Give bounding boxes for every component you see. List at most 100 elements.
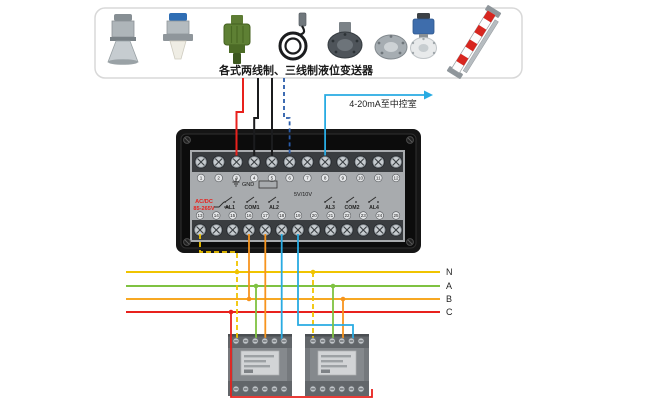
terminal-number-label: 2	[217, 176, 220, 181]
relay-contact-dot	[224, 201, 226, 203]
relay-contact-dot	[233, 201, 235, 203]
screw-slot	[196, 226, 204, 234]
power-line-label-N: N	[446, 267, 453, 277]
relay-contact-dot	[324, 201, 326, 203]
output-wire-cyan	[324, 94, 424, 163]
contactor-side-shade	[287, 348, 292, 381]
terminal-number	[214, 173, 223, 183]
magnetic-level-gauge-icon	[446, 5, 502, 79]
label-text-bar	[321, 360, 343, 363]
terminal-number	[391, 173, 401, 183]
screw-slot	[343, 226, 351, 234]
terminal-number-label: 24	[377, 213, 383, 218]
relay-contact-dot	[255, 201, 257, 203]
terminal-number-label: 3	[235, 176, 238, 181]
signal-label: 5V/10V	[294, 192, 312, 198]
screw-slot	[268, 158, 276, 166]
relay-contact-dot	[368, 201, 370, 203]
relay-contact-dot	[355, 201, 357, 203]
terminal-number-label: 1	[200, 176, 203, 181]
screw-slot	[392, 226, 400, 234]
terminal-number	[196, 173, 206, 183]
relay-contact-dot	[277, 201, 279, 203]
sensor-wires	[235, 78, 424, 163]
junction-dot	[340, 296, 346, 302]
terminal-number-label: 13	[197, 213, 203, 218]
screw-slot	[321, 158, 329, 166]
relay-contact-symbol	[346, 196, 355, 203]
terminal-number-label: 11	[376, 176, 381, 181]
screw-slot	[339, 158, 347, 166]
contactor-top-edge	[228, 334, 292, 337]
contactor-2	[305, 334, 369, 396]
contactor-screws	[232, 337, 365, 393]
label-text-bar	[321, 355, 351, 358]
terminal-number-label: 16	[246, 213, 252, 218]
screw-slot	[245, 226, 253, 234]
terminal-number-label: 23	[361, 213, 367, 218]
junction-dot	[246, 296, 252, 302]
radar-level-transmitter-icon	[107, 14, 139, 65]
terminal-number	[321, 173, 330, 183]
terminal-number	[267, 173, 277, 183]
relay-contact-symbol	[246, 196, 255, 203]
output-arrow: 4-20mA至中控室	[349, 90, 433, 109]
terminal-number-label: 25	[393, 213, 399, 218]
relay-contact-symbol	[368, 196, 377, 203]
terminal-number	[310, 211, 319, 220]
relay-contact-dot	[246, 201, 248, 203]
terminal-number	[250, 173, 259, 183]
terminal-number	[285, 173, 294, 183]
gallery-caption: 各式两线制、三线制液位变送器	[218, 63, 374, 77]
terminal-number-label: 6	[288, 176, 291, 181]
case-corner-screws	[183, 136, 414, 246]
screw-slot	[228, 226, 237, 234]
relay-label: AL4	[369, 205, 379, 211]
pressure-transmitter-icon	[410, 13, 437, 59]
label-text-bar	[321, 365, 347, 368]
label-logo-mark	[321, 369, 330, 373]
screw-slot	[356, 158, 365, 166]
cable-probe-coil-icon	[278, 12, 308, 61]
flange-fitting-dark-icon	[327, 22, 363, 59]
screw-slot	[285, 158, 294, 166]
contactor-bottom-block	[228, 381, 292, 396]
sensor-wire-red	[235, 78, 244, 163]
sensor-wire-blue	[283, 78, 291, 163]
junction-dot	[330, 283, 336, 289]
junction-dots	[228, 269, 346, 315]
contactor-side-shade	[364, 348, 369, 381]
screw-slot	[214, 158, 223, 166]
power-line-label-B: B	[446, 294, 452, 304]
relay-contact-symbol	[324, 196, 333, 203]
screw-slot	[374, 158, 383, 166]
label-logo-mark	[244, 369, 253, 373]
terminal-number	[374, 173, 383, 183]
screw-slot	[261, 226, 270, 234]
terminal-number	[228, 211, 237, 220]
terminal-number	[356, 173, 365, 183]
coil-wire-yellow-1	[199, 234, 238, 341]
component-box	[258, 180, 278, 189]
screw-slot	[326, 226, 335, 234]
terminal-number-label: 19	[295, 213, 301, 218]
screw-slot	[197, 158, 205, 166]
terminal-number-label: 18	[279, 213, 285, 218]
screw-slot	[310, 226, 319, 234]
terminal-number	[244, 211, 254, 220]
screw-slot	[375, 226, 384, 234]
arrow-head	[424, 90, 433, 100]
terminal-number-label: 7	[306, 176, 309, 181]
top-terminal-strip	[192, 152, 403, 172]
contactor-1	[228, 334, 292, 396]
contactor-side-shade	[305, 348, 310, 381]
terminal-number	[359, 211, 368, 220]
phase-wire-red	[230, 312, 373, 398]
relay-contact-dot	[346, 201, 348, 203]
terminal-number-label: 9	[342, 176, 345, 181]
terminal-number-label: 22	[344, 213, 350, 218]
screw-slot	[359, 226, 368, 234]
sensor-wire-black-1	[253, 78, 259, 163]
relay-label: AL2	[269, 205, 279, 211]
